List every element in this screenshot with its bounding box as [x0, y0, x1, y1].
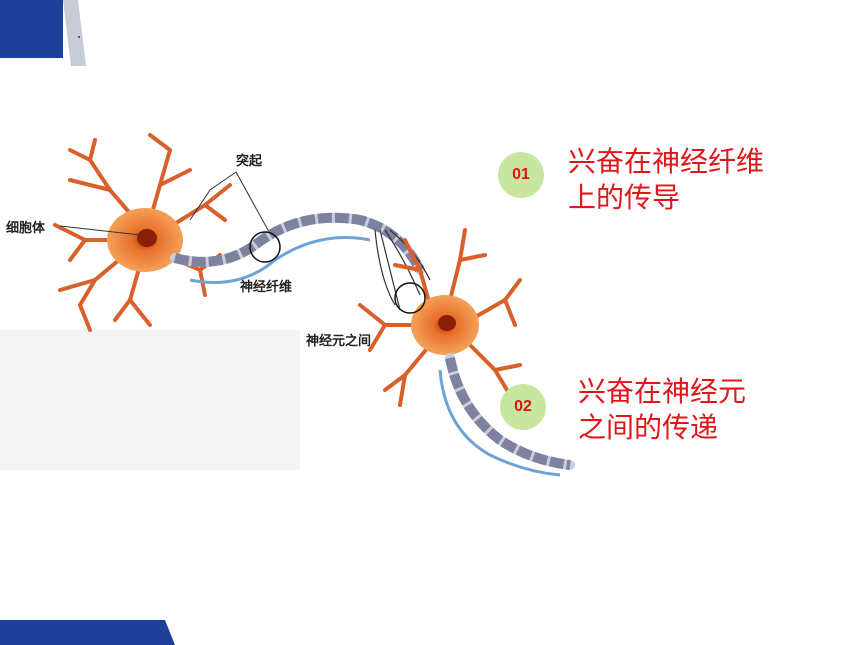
- topic-2-badge: 02: [500, 384, 546, 430]
- topic-1-badge: 01: [498, 152, 544, 198]
- topic-2-heading: 兴奋在神经元 之间的传递: [578, 374, 746, 446]
- label-between-neurons: 神经元之间: [306, 334, 372, 349]
- label-nerve-fiber: 神经纤维: [240, 280, 293, 295]
- topic-2-line-2: 之间的传递: [578, 411, 719, 444]
- topic-1-line-1: 兴奋在神经纤维: [568, 145, 765, 178]
- label-protrusion: 突起: [236, 154, 263, 169]
- corner-decoration-top: [0, 0, 86, 66]
- dot-mark: [78, 36, 80, 38]
- neuron-diagram: 突起 细胞体 神经纤维 神经元之间: [0, 130, 600, 480]
- topic-1-heading: 兴奋在神经纤维 上的传导: [568, 144, 764, 216]
- synapse-circle: [394, 282, 426, 314]
- neuron-2-dendrites: [358, 228, 522, 407]
- topic-1-line-2: 上的传导: [568, 181, 681, 214]
- neuron-1-dendrites: [53, 133, 232, 332]
- topic-2-line-1: 兴奋在神经元: [578, 375, 747, 408]
- corner-decoration-bottom: [0, 620, 175, 645]
- nerve-fiber-circle: [249, 231, 281, 263]
- label-cell-body: 细胞体: [6, 221, 46, 236]
